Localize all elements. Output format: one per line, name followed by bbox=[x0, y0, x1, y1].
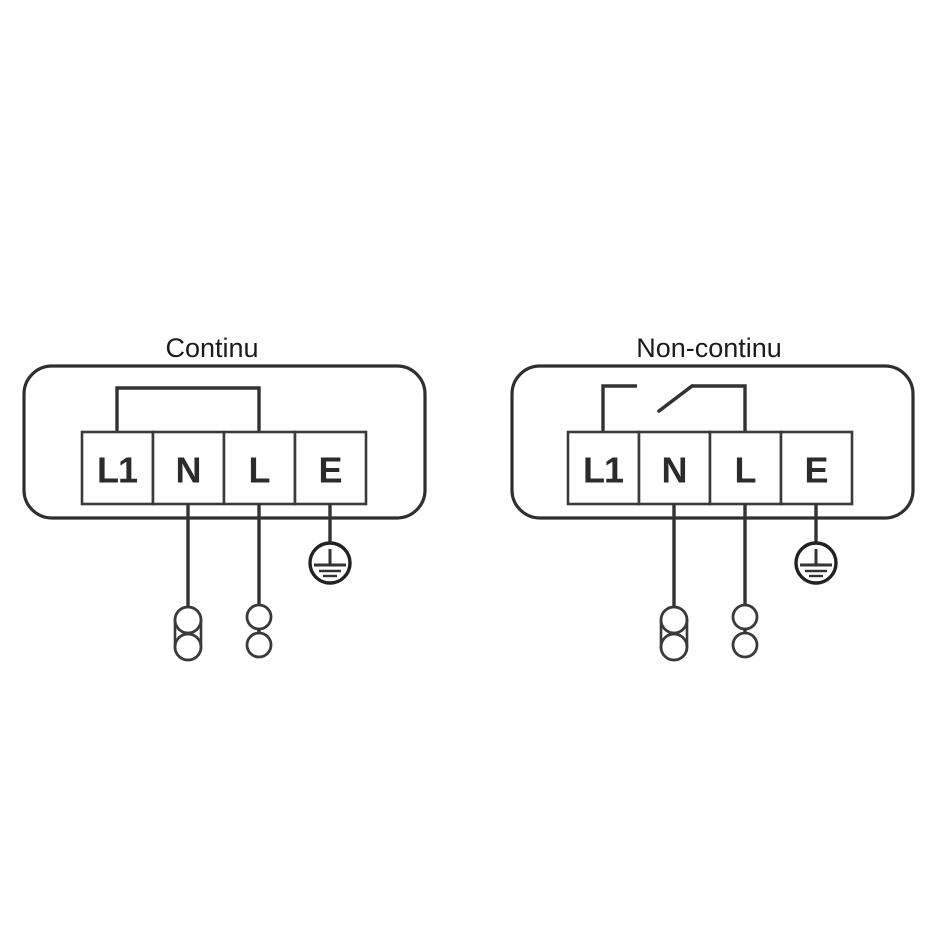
jumper-wire-bridge bbox=[115, 386, 261, 432]
terminal-label-l1: L1 bbox=[583, 450, 624, 491]
terminal-label-e: E bbox=[318, 450, 341, 491]
terminal-label-l: L bbox=[249, 450, 270, 491]
terminal-cell-l bbox=[222, 430, 297, 506]
terminal-label-l: L bbox=[735, 450, 756, 491]
jumper-wire-left-arm bbox=[601, 384, 637, 432]
terminal-label-l1: L1 bbox=[97, 450, 138, 491]
pin-circle-top bbox=[731, 603, 759, 631]
terminal-block: L1 N L E bbox=[566, 430, 854, 506]
pin-circle-top bbox=[659, 605, 689, 635]
terminal-label-n: N bbox=[662, 450, 687, 491]
pin-circle-top bbox=[245, 603, 273, 631]
earth-ground-icon bbox=[308, 541, 352, 585]
diagram-continu: Continu L1 N L E bbox=[22, 333, 427, 662]
terminal-cell-l1 bbox=[80, 430, 155, 506]
double-pin-connector bbox=[245, 603, 273, 659]
terminal-label-n: N bbox=[176, 450, 201, 491]
pin-circle-top bbox=[173, 605, 203, 635]
pin-circle-bottom bbox=[659, 632, 689, 662]
earth-ground-icon bbox=[794, 541, 838, 585]
capsule-double-pin-connector bbox=[659, 605, 689, 662]
terminal-label-e: E bbox=[804, 450, 827, 491]
terminal-block: L1 N L E bbox=[80, 430, 368, 506]
diagram-title-non-continu: Non-continu bbox=[636, 333, 782, 363]
terminal-cell-l bbox=[708, 430, 783, 506]
diagram-title-continu: Continu bbox=[165, 333, 258, 363]
diagram-non-continu: Non-continu L1 N L E bbox=[510, 333, 915, 662]
terminal-cell-l1 bbox=[566, 430, 641, 506]
pin-circle-bottom bbox=[245, 631, 273, 659]
pin-circle-bottom bbox=[173, 632, 203, 662]
double-pin-connector bbox=[731, 603, 759, 659]
jumper-wire-right-arm bbox=[692, 384, 747, 432]
switch-lever-icon bbox=[657, 384, 694, 413]
pin-circle-bottom bbox=[731, 631, 759, 659]
terminal-cell-e bbox=[779, 430, 854, 506]
capsule-double-pin-connector bbox=[173, 605, 203, 662]
